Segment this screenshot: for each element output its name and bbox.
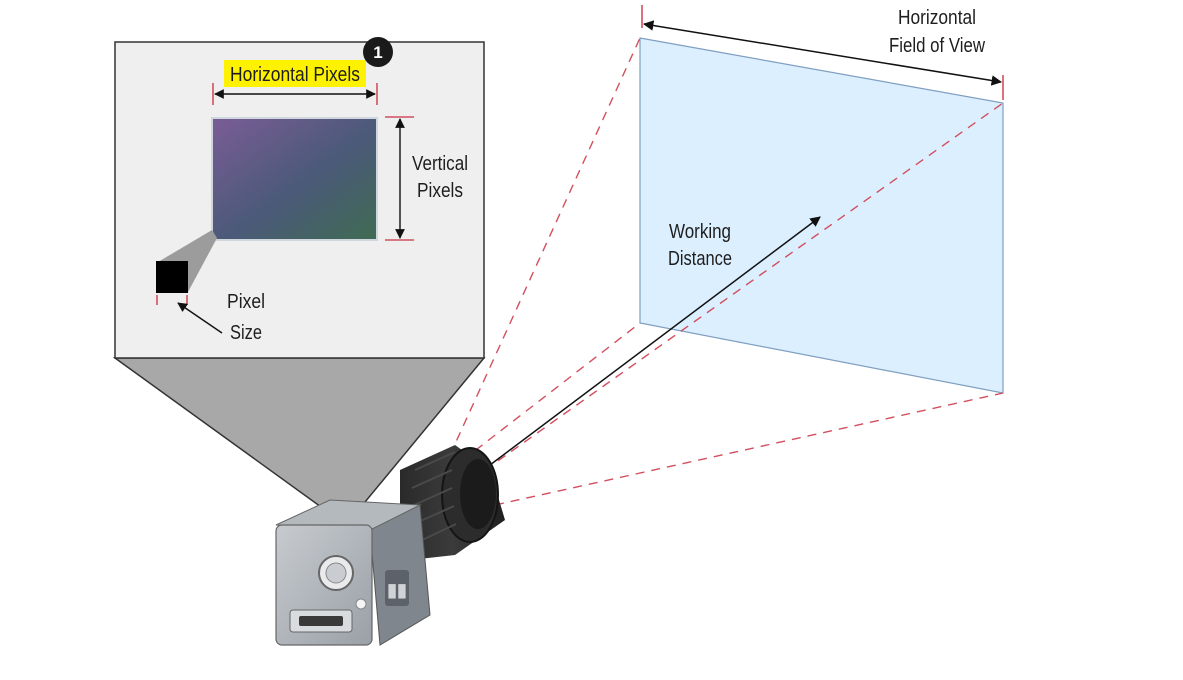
horizontal-pixels-highlight xyxy=(224,60,366,87)
working-distance-label-line2: Distance xyxy=(668,248,732,270)
hfov-label-line1: Horizontal xyxy=(898,7,976,29)
step-badge xyxy=(363,37,393,67)
working-distance-arrow xyxy=(489,216,821,466)
pixel-size-arrow xyxy=(177,302,223,334)
ray-top-left xyxy=(449,37,641,456)
pixel-size-label-line1: Pixel xyxy=(227,291,265,313)
ray-bottom-left xyxy=(449,322,641,471)
working-distance-label-line1: Working xyxy=(669,221,731,243)
step-badge-number: 1 xyxy=(373,43,382,62)
pixel-size-label-line2: Size xyxy=(230,322,262,344)
ray-bottom-right xyxy=(494,392,1004,506)
camera-side-logo xyxy=(385,570,409,606)
horizontal-pixels-dimension xyxy=(212,83,378,105)
ray-top-right xyxy=(484,102,1004,471)
hfov-label-line2: Field of View xyxy=(889,35,985,57)
camera-logo-mark-icon: ▮▮ xyxy=(387,580,407,600)
camera: ▮▮ xyxy=(275,445,505,646)
pixel-square xyxy=(156,261,188,293)
projection-rays xyxy=(449,37,1004,506)
horizontal-pixels-label: Horizontal Pixels xyxy=(230,64,360,86)
camera-status-led xyxy=(355,598,367,610)
camera-lens xyxy=(400,445,505,560)
vertical-pixels-label-line2: Pixels xyxy=(417,180,463,202)
image-sensor xyxy=(211,117,378,241)
field-of-view-plane xyxy=(639,37,1004,394)
hfov-dimension xyxy=(641,5,1004,100)
vertical-pixels-label-line1: Vertical xyxy=(412,153,468,175)
vertical-pixels-dimension xyxy=(385,116,414,241)
